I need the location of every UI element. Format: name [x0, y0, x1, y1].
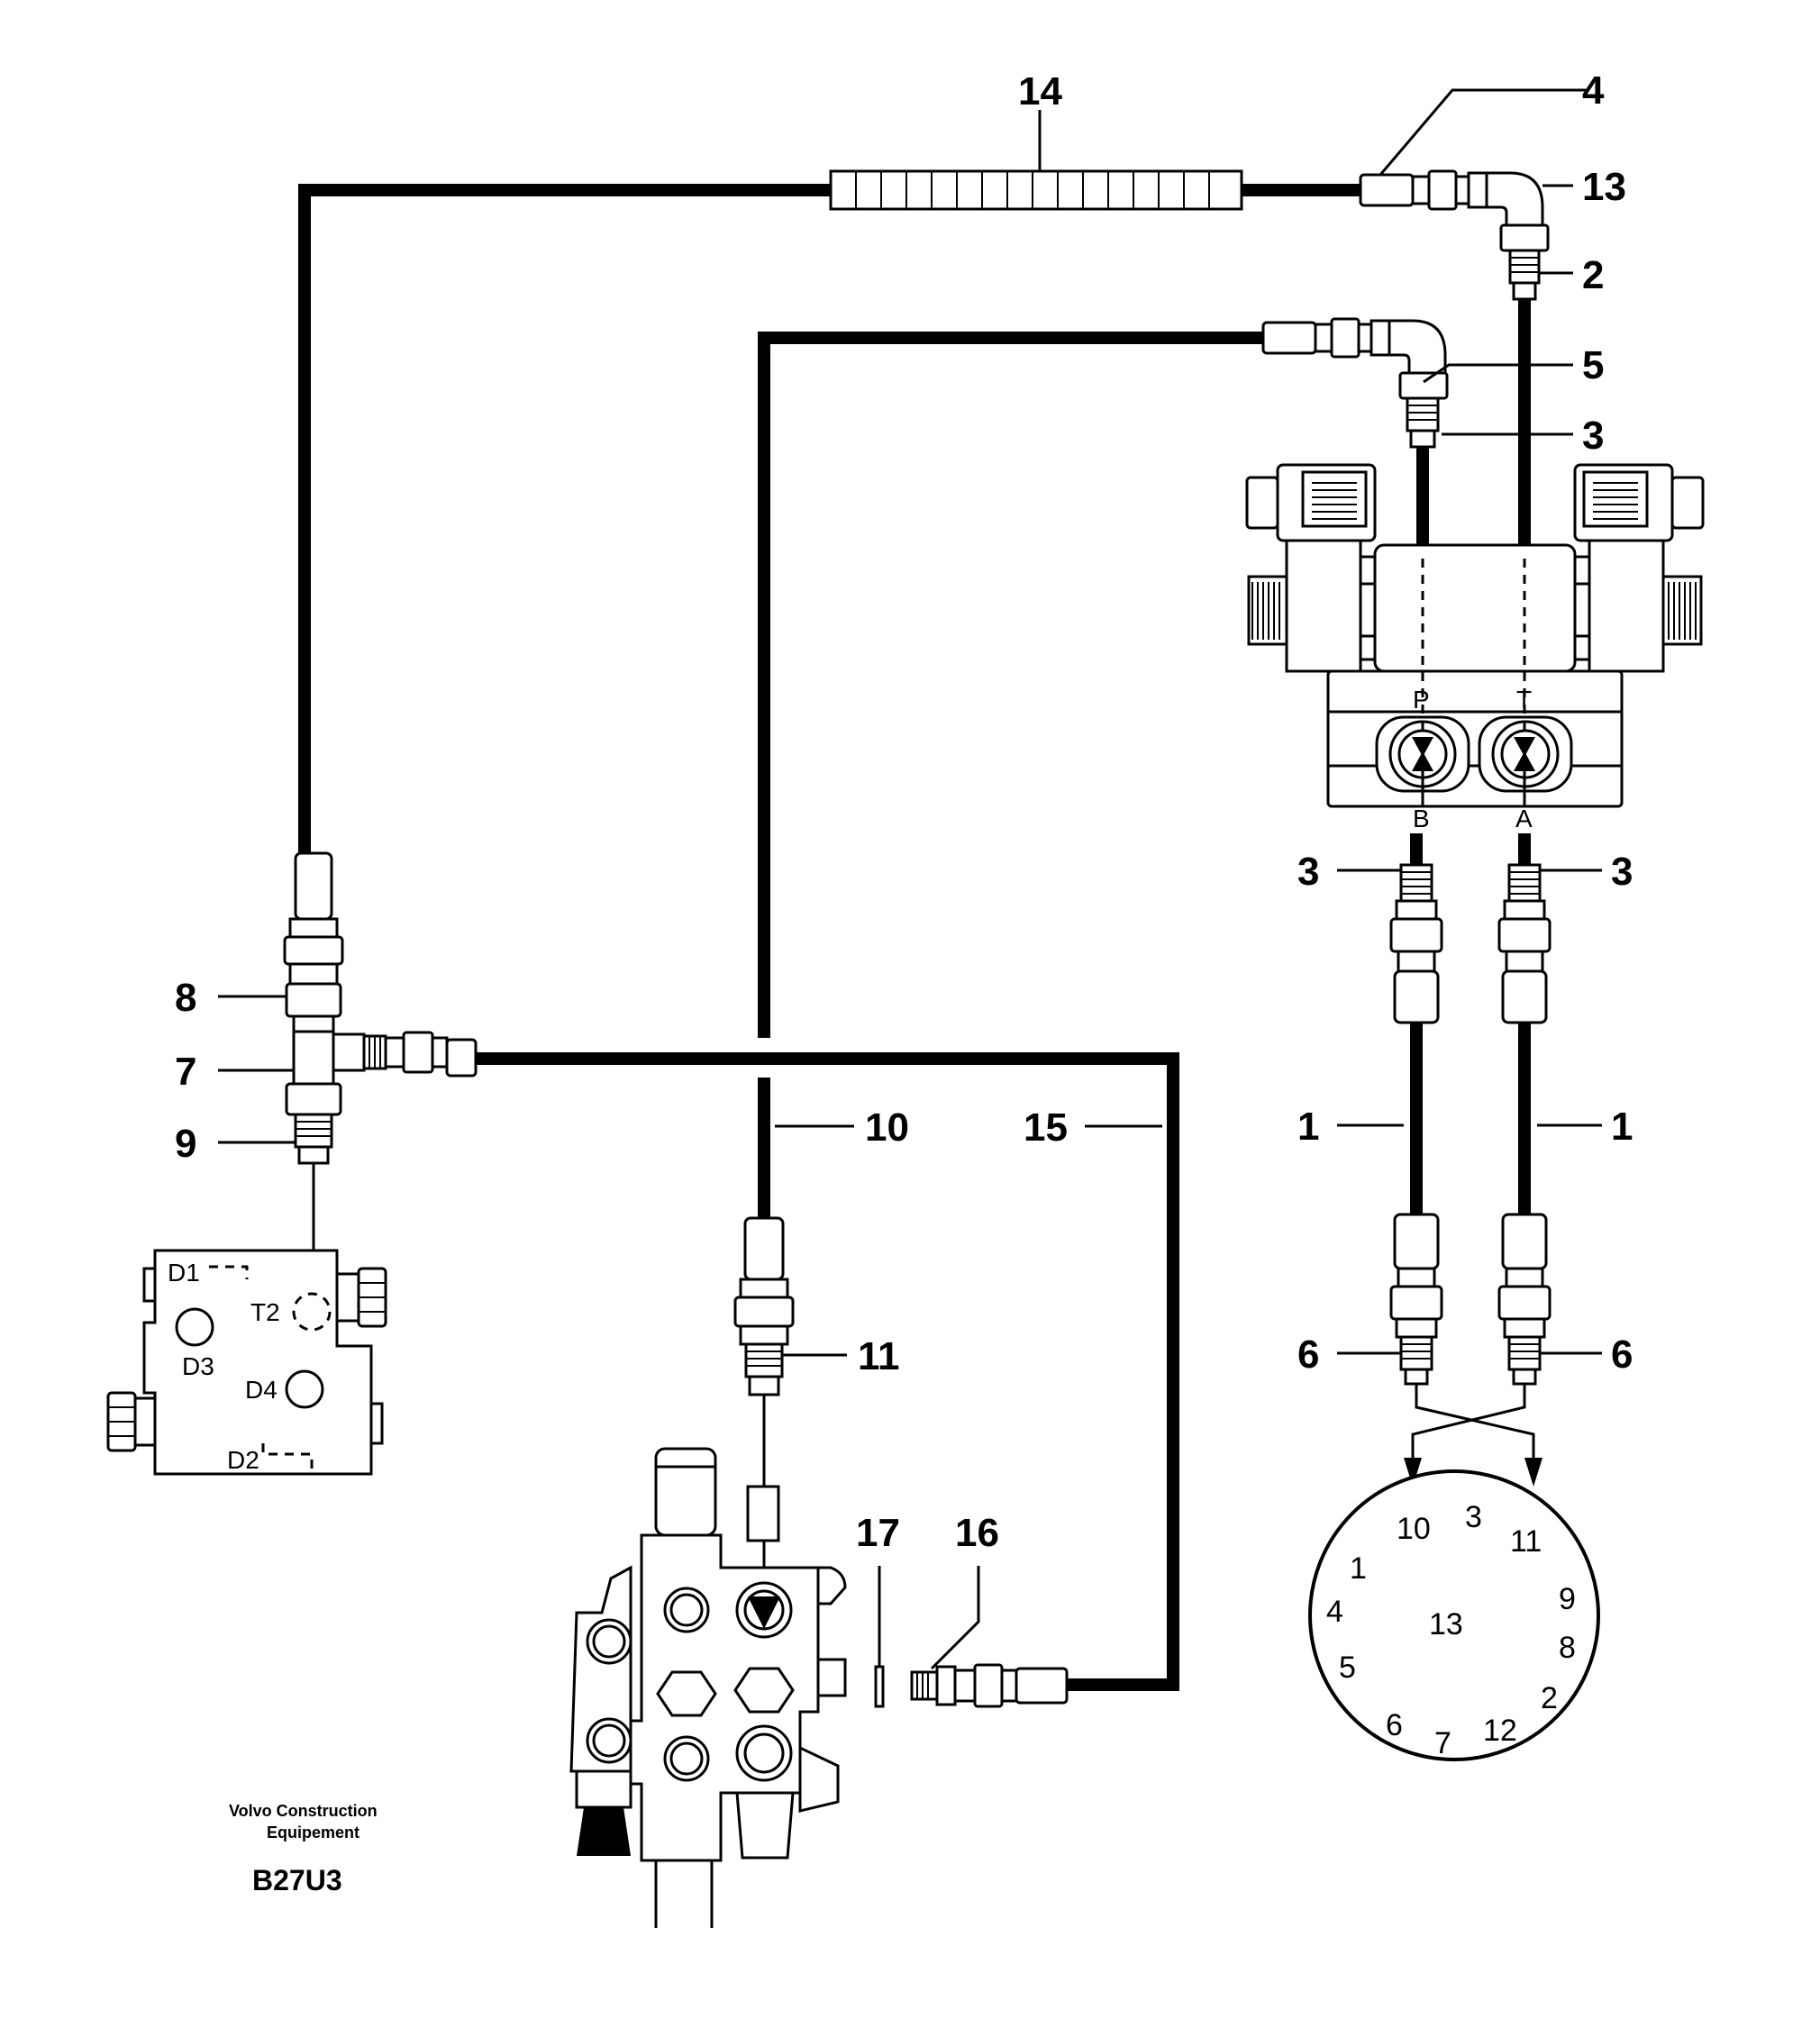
pin-12: 12 [1483, 1714, 1517, 1748]
callout-4: 4 [1582, 68, 1605, 113]
callout-13: 13 [1582, 165, 1626, 209]
callout-3-right: 3 [1611, 850, 1633, 894]
round-connector [1308, 1469, 1600, 1761]
port-d2-label: D2 [227, 1446, 259, 1474]
pin-13: 13 [1429, 1607, 1463, 1642]
elbow-5 [1370, 319, 1449, 400]
adapter-3-top [1406, 396, 1440, 449]
port-a-label: A [1515, 805, 1533, 832]
pin-11: 11 [1510, 1524, 1542, 1559]
port-d3-label: D3 [182, 1352, 214, 1380]
hose-15 [476, 1052, 1179, 1691]
callout-14: 14 [1018, 69, 1062, 114]
callout-11: 11 [858, 1334, 900, 1378]
callout-15: 15 [1024, 1105, 1068, 1150]
hose-end-top-tee [283, 851, 344, 986]
cooler-14 [829, 169, 1243, 211]
port-b-label: B [1413, 805, 1430, 832]
hose-end-4 [1359, 169, 1470, 211]
port-d4-label: D4 [245, 1376, 278, 1404]
callout-7: 7 [175, 1050, 196, 1094]
crossed-leads [1404, 1384, 1542, 1487]
callout-1-left: 1 [1297, 1105, 1319, 1149]
elbow-13 [1467, 171, 1550, 252]
caption-company: Volvo Construction [229, 1802, 378, 1820]
callout-3-left: 3 [1297, 850, 1319, 894]
pin-2: 2 [1541, 1681, 1558, 1715]
hose-end-11 [733, 1216, 795, 1396]
port-d1-label: D1 [168, 1259, 200, 1287]
port-p-label: P [1413, 686, 1430, 714]
adapter-3-left [1389, 863, 1443, 1024]
pin-6: 6 [1386, 1708, 1403, 1742]
callout-16: 16 [955, 1511, 999, 1555]
hose-end-6-left [1389, 1213, 1443, 1386]
solenoid-valve [1245, 463, 1705, 808]
hose-10 [758, 332, 1263, 1225]
hose-end-16 [910, 1663, 1069, 1708]
callout-17: 17 [856, 1511, 900, 1555]
callout-6-right: 6 [1611, 1332, 1633, 1377]
tee-branch-fitting [362, 1031, 478, 1078]
callout-6-left: 6 [1297, 1332, 1319, 1377]
callout-2: 2 [1582, 253, 1604, 297]
pin-7: 7 [1434, 1726, 1451, 1760]
manifold-block [106, 1249, 387, 1476]
hose-end-5 [1261, 317, 1373, 359]
adapter-2 [1508, 249, 1541, 301]
pin-3: 3 [1465, 1500, 1482, 1534]
pin-5: 5 [1339, 1651, 1356, 1685]
callout-9: 9 [175, 1122, 196, 1166]
callout-5: 5 [1582, 343, 1604, 387]
figure-code: B27U3 [252, 1864, 342, 1896]
pin-10: 10 [1397, 1512, 1431, 1546]
callout-8: 8 [175, 976, 196, 1020]
caption-company-line2: Equipement [267, 1823, 359, 1842]
tee-7 [292, 1014, 366, 1086]
callout-1-right: 1 [1611, 1105, 1633, 1149]
callout-10: 10 [865, 1105, 909, 1150]
port-t2-label: T2 [250, 1298, 280, 1326]
pin-9: 9 [1559, 1582, 1576, 1616]
nut-7-lower [285, 1082, 342, 1116]
pin-4: 4 [1326, 1595, 1343, 1629]
port-t-label: T [1516, 686, 1532, 714]
adapter-9 [294, 1113, 333, 1165]
leader-lines [218, 88, 1602, 1670]
adapter-3-right [1497, 863, 1552, 1024]
plug-17 [874, 1665, 885, 1708]
hose-14 [298, 184, 1360, 871]
callout-3-top: 3 [1582, 414, 1604, 458]
pin-1: 1 [1350, 1551, 1367, 1586]
pin-8: 8 [1559, 1631, 1576, 1665]
control-valve [569, 1447, 847, 1928]
hose-end-6-right [1497, 1213, 1552, 1386]
nut-8 [285, 982, 342, 1018]
